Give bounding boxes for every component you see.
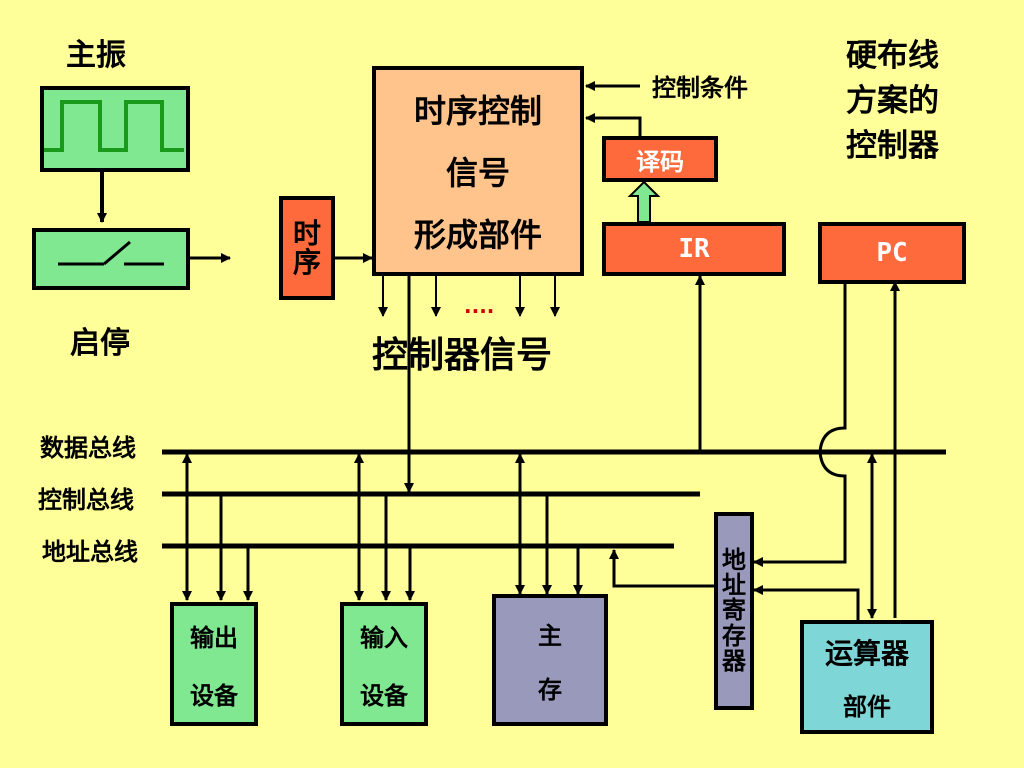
- control-condition-label: 控制条件: [652, 74, 748, 102]
- timing-box: 时 序: [279, 196, 335, 300]
- title-line-3: 控制器: [846, 127, 939, 164]
- main-memory-line-2: 存: [538, 675, 562, 704]
- output-device-line-1: 输出: [190, 623, 238, 652]
- pc-box: PC: [818, 222, 966, 284]
- generator-line-1: 时序控制: [413, 92, 542, 130]
- generator-line-3: 形成部件: [413, 216, 542, 254]
- input-device-line-2: 设备: [360, 681, 408, 710]
- address-bus-label: 地址总线: [42, 538, 138, 566]
- output-device-box: 输出 设备: [170, 602, 258, 726]
- alu-line-2: 部件: [843, 693, 891, 722]
- input-device-line-1: 输入: [360, 623, 408, 652]
- ir-box: IR: [602, 222, 786, 276]
- output-device-line-2: 设备: [190, 681, 238, 710]
- data-bus-label: 数据总线: [40, 434, 136, 462]
- generator-line-2: 信号: [445, 154, 510, 192]
- ellipsis-label: ....: [464, 294, 495, 318]
- main-memory-box: 主 存: [492, 594, 608, 726]
- start-stop-label: 启停: [70, 326, 130, 361]
- oscillator-label: 主振: [66, 38, 126, 73]
- alu-line-1: 运算器: [824, 636, 909, 670]
- ir-label: IR: [678, 234, 710, 264]
- title-line-1: 硬布线: [846, 38, 939, 74]
- control-bus-label: 控制总线: [38, 486, 134, 514]
- address-register-char-4: 存: [722, 621, 746, 650]
- address-register-char-3: 寄: [722, 596, 746, 625]
- address-register-char-2: 址: [722, 571, 746, 600]
- decoder-box: 译码: [602, 136, 718, 182]
- switch-icon: [58, 240, 164, 266]
- alu-box: 运算器 部件: [800, 620, 934, 734]
- control-signals-label: 控制器信号: [372, 335, 553, 376]
- address-register-char-1: 地: [722, 546, 746, 575]
- page-title: 硬布线 方案的 控制器: [846, 34, 939, 169]
- square-wave-overlay: [44, 100, 184, 152]
- input-device-box: 输入 设备: [340, 602, 428, 726]
- timing-char-1: 时: [292, 216, 321, 250]
- pc-label: PC: [876, 238, 908, 268]
- address-register-char-5: 器: [722, 646, 746, 675]
- address-register-box: 地 址 寄 存 器: [714, 512, 754, 710]
- decoder-label: 译码: [636, 147, 684, 176]
- timing-control-generator-box: 时序控制 信号 形成部件: [372, 66, 584, 276]
- timing-char-2: 序: [292, 246, 321, 279]
- main-memory-line-1: 主: [538, 621, 562, 650]
- title-line-2: 方案的: [846, 82, 939, 119]
